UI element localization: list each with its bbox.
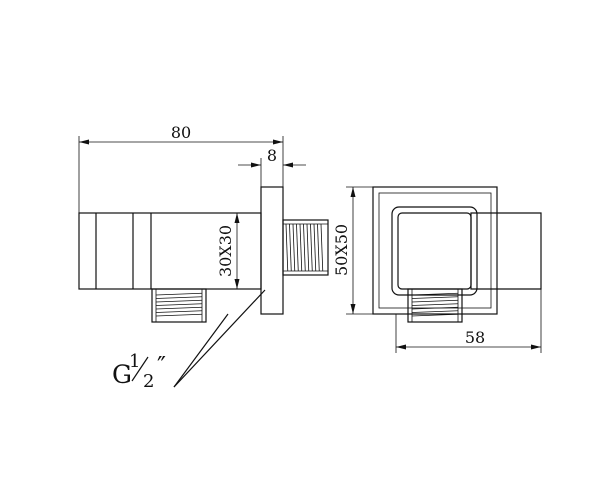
bottom-thread <box>151 288 207 323</box>
thread-line <box>411 303 459 306</box>
dimension-30x30-label: 30X30 <box>216 225 235 277</box>
thread-line <box>155 313 203 317</box>
thread-letter: G <box>112 360 132 389</box>
side-view: 80 8 30X30 <box>78 123 329 323</box>
dimension-58-label: 58 <box>465 328 485 347</box>
thread-line <box>411 306 459 310</box>
thread-denominator: 2 <box>143 371 154 392</box>
thread-line <box>285 223 289 272</box>
thread-line <box>411 310 459 313</box>
dimension-30x30: 30X30 <box>216 213 240 289</box>
thread-inch-mark: ″ <box>157 352 166 380</box>
thread-callout: G 1 2 ″ <box>112 289 266 392</box>
thread-line <box>289 223 292 272</box>
dimension-8-label: 8 <box>267 146 277 165</box>
thread-line <box>320 223 324 272</box>
dimension-8: 8 <box>238 146 306 187</box>
dimension-50x50-label: 50X50 <box>332 224 351 276</box>
dimension-80: 80 <box>78 123 284 213</box>
thread-line <box>155 306 203 310</box>
thread-line <box>411 299 459 303</box>
thread-line <box>411 292 459 296</box>
thread-line <box>292 223 296 272</box>
dimension-58: 58 <box>395 289 542 353</box>
thread-line <box>155 310 203 313</box>
thread-line <box>317 223 320 272</box>
thread-line <box>310 223 313 272</box>
thread-line <box>155 292 203 296</box>
thread-numerator: 1 <box>129 351 140 372</box>
front-bottom-thread <box>407 288 463 323</box>
thread-line <box>299 223 303 272</box>
thread-line <box>411 313 459 317</box>
front-body <box>391 206 542 296</box>
dimension-80-label: 80 <box>171 123 191 142</box>
front-view: 50X50 58 <box>332 186 542 353</box>
dimension-50x50: 50X50 <box>332 186 373 315</box>
rear-thread <box>282 219 329 276</box>
flange <box>260 186 284 315</box>
thread-line <box>303 223 306 272</box>
thread-line <box>155 296 203 299</box>
thread-line <box>313 223 317 272</box>
thread-line <box>411 296 459 299</box>
thread-line <box>296 223 299 272</box>
thread-line <box>155 303 203 306</box>
thread-line <box>306 223 310 272</box>
thread-line <box>155 299 203 303</box>
